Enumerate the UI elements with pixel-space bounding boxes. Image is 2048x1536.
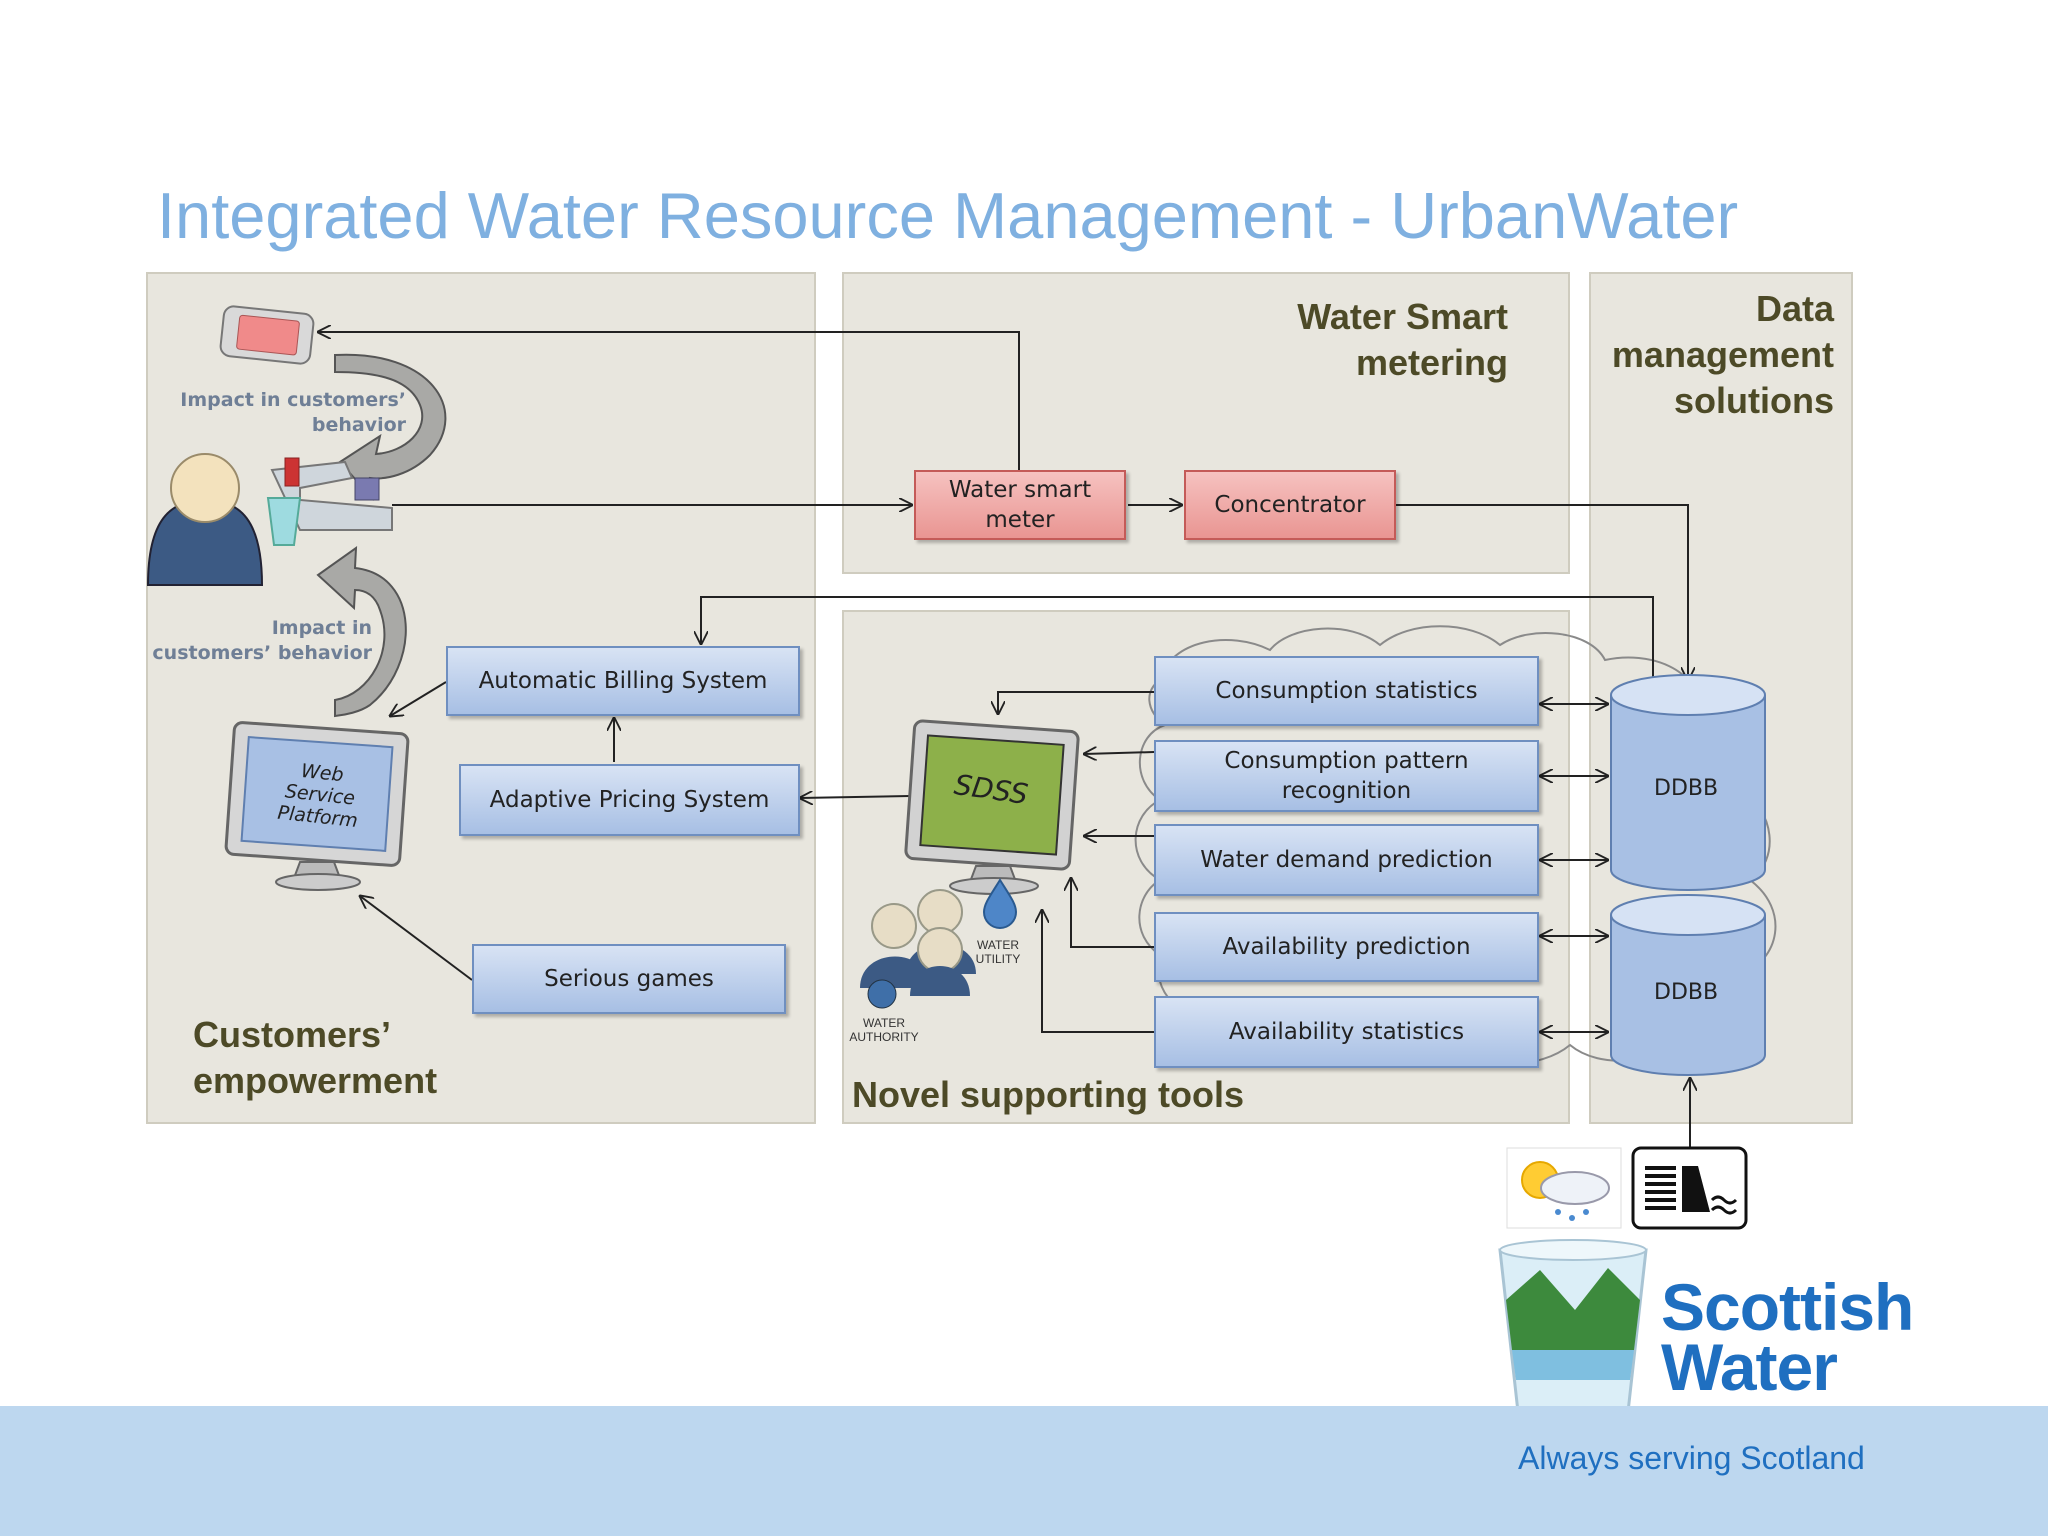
concentrator-box: Concentrator	[1184, 470, 1396, 540]
slide-title: Integrated Water Resource Management - U…	[157, 179, 1739, 252]
consumption-statistics-box: Consumption statistics	[1154, 656, 1539, 726]
phone-icon	[219, 305, 315, 365]
tools-panel-title: Novel supporting tools	[852, 1074, 1244, 1115]
avail-pred-to-sdss-connector	[1071, 878, 1154, 948]
web-service-platform-label: Web Service Platform	[276, 759, 359, 833]
water-demand-prediction-box: Water demand prediction	[1154, 824, 1539, 896]
availability-prediction-box: Availability prediction	[1154, 912, 1539, 982]
consumption-pattern-box: Consumption pattern recognition	[1154, 740, 1539, 812]
db-to-billing-connector	[701, 596, 1654, 690]
database-label-bottom: DDBB	[1654, 980, 1719, 1005]
adaptive-pricing-box: Adaptive Pricing System	[459, 764, 800, 836]
games-to-web-connector	[360, 896, 473, 981]
dam-icon	[1631, 1146, 1748, 1230]
person-icon	[146, 453, 264, 586]
avail-stats-to-sdss-connector	[1042, 910, 1154, 1033]
database-cylinder-bottom	[1610, 894, 1766, 1076]
availability-statistics-box: Availability statistics	[1154, 996, 1539, 1068]
pattern-to-sdss-connector	[1084, 752, 1155, 754]
sdss-monitor-icon	[904, 719, 1080, 895]
metering-panel-title: Water Smart metering	[1297, 296, 1508, 383]
sdss-to-pricing-connector	[800, 796, 911, 798]
water-utility-label: WATER UTILITY	[975, 938, 1021, 966]
customers-panel-title: Customers’ empowerment	[193, 1014, 438, 1101]
billing-to-web-connector	[390, 681, 447, 716]
web-service-monitor-icon	[224, 721, 410, 891]
footer-band	[0, 1406, 2048, 1536]
serious-games-box: Serious games	[472, 944, 786, 1014]
weather-icon	[1506, 1147, 1622, 1229]
database-label-top: DDBB	[1654, 776, 1719, 801]
brand-name: Scottish Water	[1661, 1270, 1914, 1404]
automatic-billing-box: Automatic Billing System	[446, 646, 800, 716]
impact-label-top: Impact in customers’ behavior	[180, 389, 406, 436]
cons-stats-to-sdss-connector	[998, 691, 1154, 714]
people-group-icon	[860, 889, 976, 1009]
scottish-water-glass-logo	[1498, 1239, 1648, 1414]
meter-to-phone-connector	[318, 332, 1020, 470]
brand-tagline: Always serving Scotland	[1518, 1440, 1865, 1476]
data-panel-title: Data management solutions	[1611, 288, 1834, 421]
water-drop-icon	[982, 878, 1018, 929]
concentrator-to-db-connector	[1396, 504, 1688, 680]
database-cylinder-top	[1610, 674, 1766, 891]
water-smart-meter-box: Water smart meter	[914, 470, 1126, 540]
impact-label-bottom: Impact in customers’ behavior	[152, 617, 372, 664]
water-authority-label: WATER AUTHORITY	[849, 1016, 919, 1044]
faucet-icon	[266, 457, 393, 546]
